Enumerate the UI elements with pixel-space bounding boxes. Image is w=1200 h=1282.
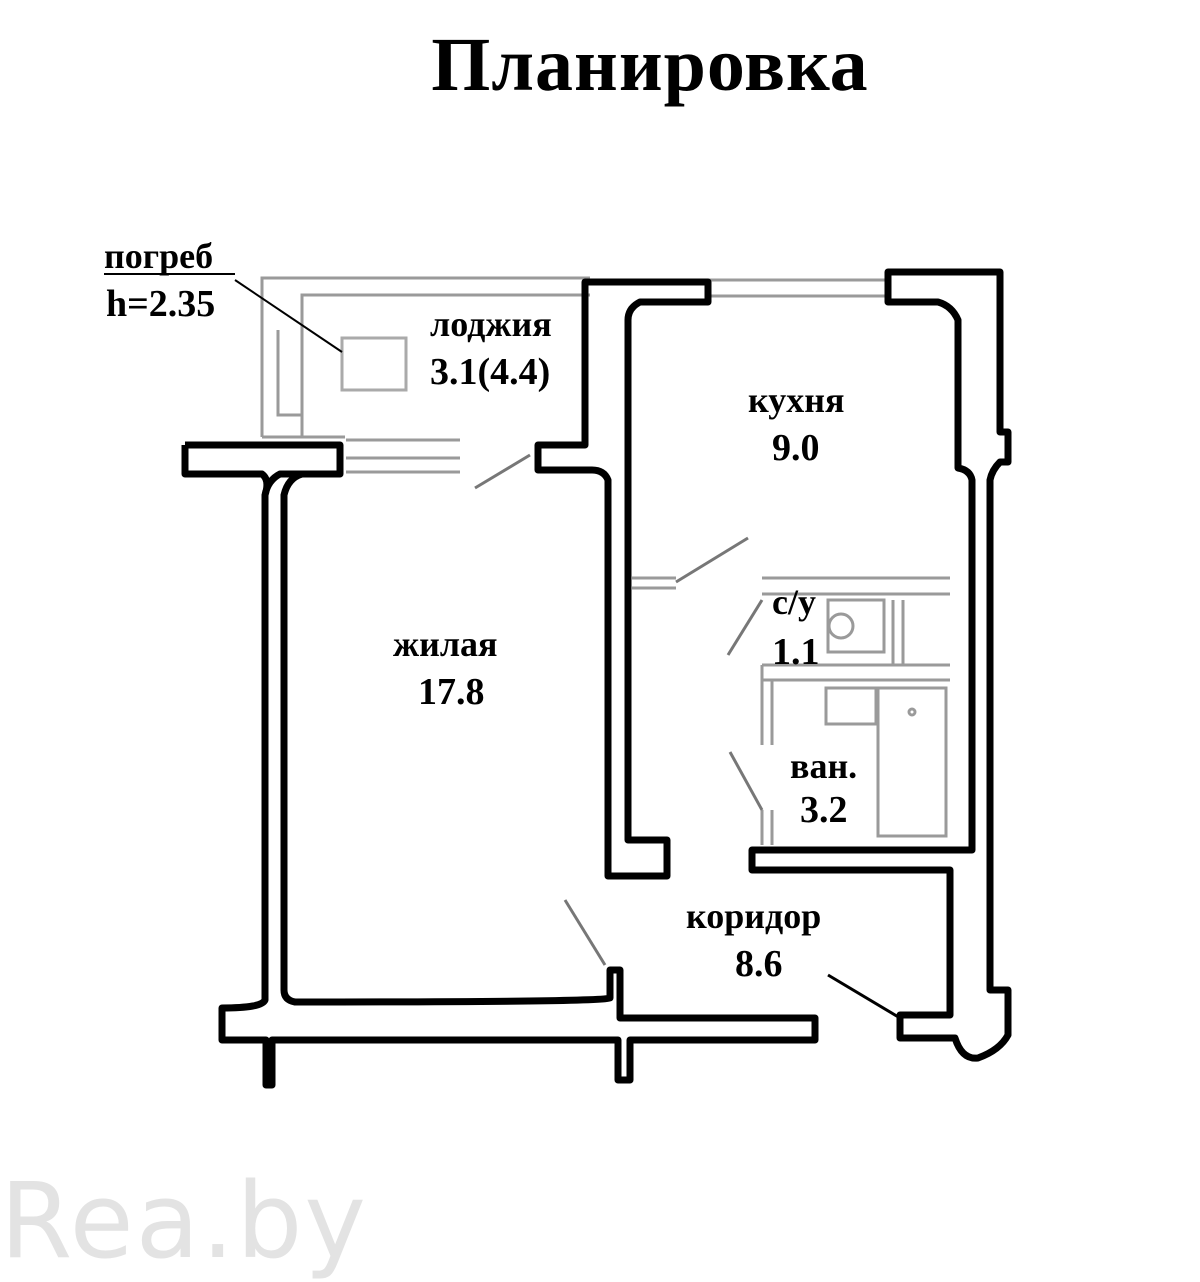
kitchen-name-label: кухня (748, 380, 844, 420)
living-area-label: 17.8 (418, 671, 485, 713)
toilet-area-label: 1.1 (772, 631, 820, 673)
page-title: Планировка (431, 23, 869, 107)
cellar-name-label: погреб (104, 236, 213, 276)
corridor-area-label: 8.6 (735, 943, 783, 985)
loggia-walls (260, 276, 888, 474)
bath-name-label: ван. (790, 746, 857, 786)
door-swings (474, 453, 901, 1020)
cellar-leader (104, 273, 343, 353)
corridor-name-label: коридор (686, 896, 821, 936)
main-walls (181, 268, 1012, 1089)
living-name-label: жилая (393, 624, 498, 664)
sanitary-walls (632, 576, 950, 845)
loggia-name-label: лоджия (430, 304, 552, 344)
cellar-height-label: h=2.35 (106, 283, 215, 325)
watermark-logo: Rea.by (0, 1160, 368, 1282)
bath-area-label: 3.2 (800, 789, 848, 831)
loggia-area-label: 3.1(4.4) (430, 351, 550, 393)
kitchen-area-label: 9.0 (772, 427, 820, 469)
toilet-name-label: с/у (772, 582, 816, 622)
